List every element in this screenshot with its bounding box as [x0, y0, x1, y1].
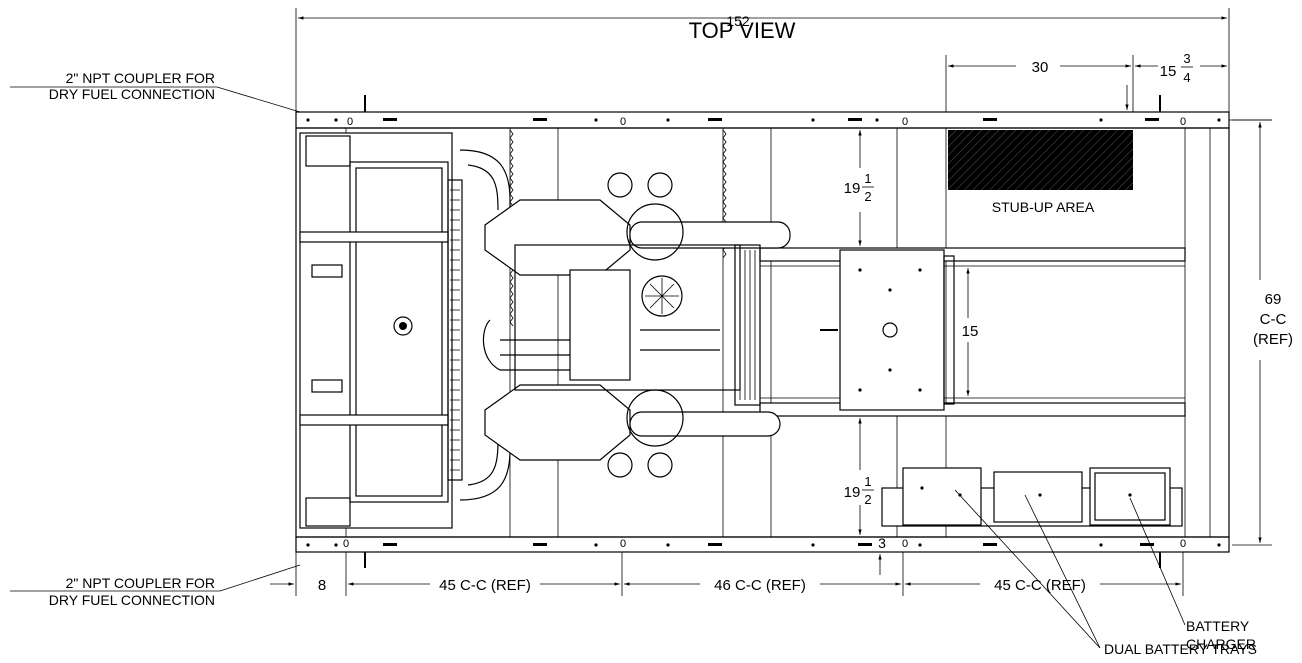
rail-spacing-dimensions	[858, 119, 1272, 546]
span-1-value: 45 C-C (REF)	[439, 577, 531, 594]
zero-mark: 0	[343, 538, 349, 550]
bottom-clearance-value: 3	[878, 535, 886, 551]
zero-mark: 0	[347, 116, 353, 128]
zero-mark: 0	[902, 116, 908, 128]
dual-battery-trays-label: DUAL BATTERY TRAYS	[1104, 641, 1257, 657]
width-cc: C-C	[1260, 311, 1287, 328]
lower-rail-denominator: 2	[864, 492, 871, 507]
stub-offset-whole: 15	[1160, 63, 1177, 80]
battery-trays	[881, 467, 1183, 527]
stub-offset-denominator: 4	[1183, 70, 1190, 85]
stub-up-area-hatch	[948, 130, 1133, 190]
lower-rail-numerator: 1	[864, 474, 871, 489]
zero-mark: 0	[620, 538, 626, 550]
upper-rail-numerator: 1	[864, 171, 871, 186]
lower-rail-whole: 19	[844, 484, 861, 501]
inner-gap-value: 15	[962, 323, 979, 340]
upper-rail-denominator: 2	[864, 189, 871, 204]
width-value: 69	[1265, 291, 1282, 308]
span-2-value: 46 C-C (REF)	[714, 577, 806, 594]
span-3-value: 45 C-C (REF)	[994, 577, 1086, 594]
zero-mark: 0	[1180, 538, 1186, 550]
width-ref: (REF)	[1253, 331, 1293, 348]
stub-width-value: 30	[1032, 59, 1049, 76]
coupler-bottom-label-line1: 2" NPT COUPLER FOR	[66, 575, 215, 591]
battery-charger-label-line1: BATTERY	[1186, 618, 1250, 634]
battery-charger-label-line2: CHARGER	[1186, 636, 1256, 652]
coupler-top-label-line2: DRY FUEL CONNECTION	[49, 86, 215, 102]
overall-length-value: 152	[726, 13, 750, 29]
engine-assembly	[459, 149, 791, 501]
zero-mark: 0	[1180, 116, 1186, 128]
stub-up-area-label: STUB-UP AREA	[992, 199, 1095, 215]
zero-mark: 0	[902, 538, 908, 550]
overall-length-dimension	[295, 8, 1230, 112]
battery-leaders	[954, 489, 1186, 649]
coupler-top-label-line1: 2" NPT COUPLER FOR	[66, 70, 215, 86]
upper-rail-whole: 19	[844, 180, 861, 197]
stub-offset-numerator: 3	[1183, 51, 1190, 66]
radiator-assembly	[299, 132, 463, 529]
zero-mark: 0	[620, 116, 626, 128]
coupler-bottom-label-line2: DRY FUEL CONNECTION	[49, 592, 215, 608]
view-title: TOP VIEW	[689, 18, 796, 43]
left-offset-value: 8	[318, 577, 326, 594]
alternator-box	[820, 249, 955, 411]
